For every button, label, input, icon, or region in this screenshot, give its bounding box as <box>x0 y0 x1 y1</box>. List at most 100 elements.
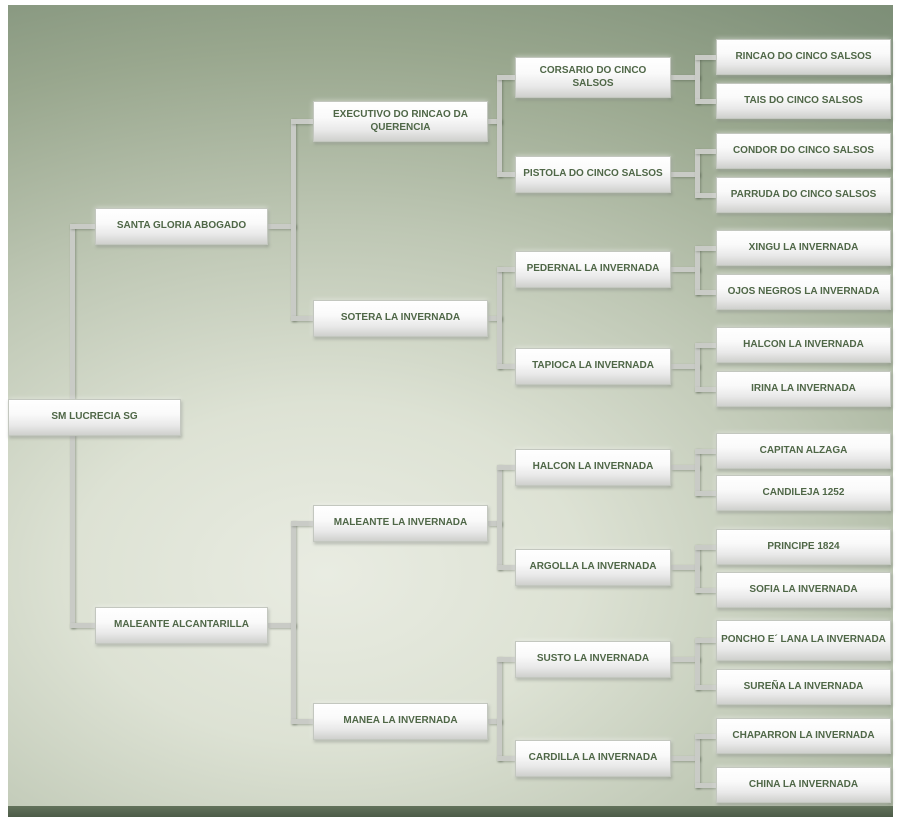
pedigree-node[interactable]: SOFIA LA INVERNADA <box>716 572 891 608</box>
connector-line <box>671 267 700 272</box>
pedigree-node[interactable]: MALEANTE ALCANTARILLA <box>95 607 268 644</box>
connector-line <box>70 623 95 628</box>
pedigree-node[interactable]: CAPITAN ALZAGA <box>716 433 891 469</box>
pedigree-node[interactable]: SOTERA LA INVERNADA <box>313 300 488 337</box>
connector-line <box>695 685 716 690</box>
connector-line <box>695 149 716 154</box>
connector-line <box>671 756 700 761</box>
connector-line <box>671 465 700 470</box>
pedigree-node[interactable]: IRINA LA INVERNADA <box>716 371 891 407</box>
pedigree-node[interactable]: EXECUTIVO DO RINCAO DA QUERENCIA <box>313 101 488 142</box>
connector-line <box>497 465 515 470</box>
pedigree-node[interactable]: PEDERNAL LA INVERNADA <box>515 251 671 288</box>
pedigree-node[interactable]: CHAPARRON LA INVERNADA <box>716 718 891 754</box>
connector-line <box>695 783 716 788</box>
connector-line <box>695 55 716 60</box>
pedigree-node-label: CHAPARRON LA INVERNADA <box>732 729 875 741</box>
connector-line <box>695 343 700 392</box>
connector-line <box>695 290 716 295</box>
connector-line <box>497 364 515 369</box>
connector-line <box>291 521 296 724</box>
connector-line <box>497 172 515 177</box>
pedigree-node-label: SUSTO LA INVERNADA <box>536 653 650 665</box>
pedigree-node[interactable]: PARRUDA DO CINCO SALSOS <box>716 177 891 213</box>
connector-line <box>497 565 515 570</box>
pedigree-node[interactable]: PONCHO E´ LANA LA INVERNADA <box>716 620 891 661</box>
connector-line <box>695 638 716 643</box>
connector-line <box>268 623 296 628</box>
connector-line <box>497 657 502 761</box>
connector-line <box>695 246 716 251</box>
connector-line <box>291 119 313 124</box>
pedigree-node-label: SANTA GLORIA ABOGADO <box>116 220 247 232</box>
connector-line <box>695 545 716 550</box>
connector-line <box>671 364 700 369</box>
pedigree-node-label: MALEANTE ALCANTARILLA <box>114 619 249 631</box>
pedigree-node-label: SOFIA LA INVERNADA <box>749 583 858 595</box>
bottom-bar <box>8 806 893 817</box>
pedigree-node[interactable]: TAPIOCA LA INVERNADA <box>515 348 671 385</box>
pedigree-node-label: CHINA LA INVERNADA <box>748 778 859 790</box>
connector-line <box>671 657 700 662</box>
connector-line <box>291 521 313 526</box>
connector-line <box>695 588 716 593</box>
connector-line <box>695 246 700 295</box>
pedigree-node[interactable]: HALCON LA INVERNADA <box>716 327 891 363</box>
pedigree-node-label: PRINCIPE 1824 <box>767 540 840 552</box>
pedigree-node-label: ARGOLLA LA INVERNADA <box>529 561 657 573</box>
pedigree-node-label: PARRUDA DO CINCO SALSOS <box>730 188 877 200</box>
connector-line <box>671 172 700 177</box>
pedigree-node-label: IRINA LA INVERNADA <box>751 382 856 394</box>
pedigree-node-label: SM LUCRECIA SG <box>51 411 138 423</box>
pedigree-node-label: RINCAO DO CINCO SALSOS <box>735 50 872 62</box>
pedigree-node-label: CAPITAN ALZAGA <box>759 444 848 456</box>
pedigree-node[interactable]: OJOS NEGROS LA INVERNADA <box>716 274 891 310</box>
pedigree-node[interactable]: PRINCIPE 1824 <box>716 529 891 565</box>
connector-line <box>695 343 716 348</box>
connector-line <box>497 75 515 80</box>
connector-line <box>488 316 502 321</box>
pedigree-node-label: TAPIOCA LA INVERNADA <box>532 360 654 372</box>
connector-line <box>695 387 716 392</box>
connector-line <box>695 149 700 198</box>
pedigree-node[interactable]: MALEANTE LA INVERNADA <box>313 505 488 542</box>
pedigree-node[interactable]: SANTA GLORIA ABOGADO <box>95 208 268 245</box>
connector-line <box>497 657 515 662</box>
connector-line <box>671 565 700 570</box>
pedigree-node-label: EXECUTIVO DO RINCAO DA QUERENCIA <box>332 109 468 133</box>
connector-line <box>488 119 502 124</box>
pedigree-node-label: SUREÑA LA INVERNADA <box>743 680 864 692</box>
connector-line <box>695 638 700 690</box>
connector-line <box>671 75 700 80</box>
pedigree-node[interactable]: PISTOLA DO CINCO SALSOS <box>515 156 671 193</box>
pedigree-node[interactable]: SM LUCRECIA SG <box>8 399 181 436</box>
pedigree-node-label: XINGU LA INVERNADA <box>748 241 859 253</box>
pedigree-node[interactable]: SUSTO LA INVERNADA <box>515 641 671 678</box>
pedigree-node[interactable]: CORSARIO DO CINCO SALSOS <box>515 57 671 98</box>
pedigree-node[interactable]: CARDILLA LA INVERNADA <box>515 740 671 777</box>
pedigree-node[interactable]: ARGOLLA LA INVERNADA <box>515 549 671 586</box>
pedigree-node[interactable]: SUREÑA LA INVERNADA <box>716 669 891 705</box>
connector-line <box>291 719 313 724</box>
connector-line <box>497 756 515 761</box>
pedigree-node[interactable]: TAIS DO CINCO SALSOS <box>716 83 891 119</box>
pedigree-node[interactable]: CANDILEJA 1252 <box>716 475 891 511</box>
pedigree-node-label: SOTERA LA INVERNADA <box>340 312 461 324</box>
pedigree-node[interactable]: HALCON LA INVERNADA <box>515 449 671 486</box>
pedigree-node[interactable]: MANEA LA INVERNADA <box>313 703 488 740</box>
pedigree-node-label: CONDOR DO CINCO SALSOS <box>732 144 875 156</box>
connector-line <box>695 734 716 739</box>
pedigree-node[interactable]: CHINA LA INVERNADA <box>716 767 891 803</box>
connector-line <box>70 224 95 229</box>
connector-line <box>695 449 716 454</box>
pedigree-node[interactable]: RINCAO DO CINCO SALSOS <box>716 39 891 75</box>
pedigree-node-label: PEDERNAL LA INVERNADA <box>526 263 660 275</box>
connector-line <box>695 545 700 593</box>
connector-line <box>695 734 700 788</box>
pedigree-node-label: CARDILLA LA INVERNADA <box>528 752 658 764</box>
connector-line <box>695 193 716 198</box>
connector-line <box>497 267 502 369</box>
pedigree-node[interactable]: CONDOR DO CINCO SALSOS <box>716 133 891 169</box>
pedigree-node[interactable]: XINGU LA INVERNADA <box>716 230 891 266</box>
pedigree-node-label: MALEANTE LA INVERNADA <box>333 517 468 529</box>
